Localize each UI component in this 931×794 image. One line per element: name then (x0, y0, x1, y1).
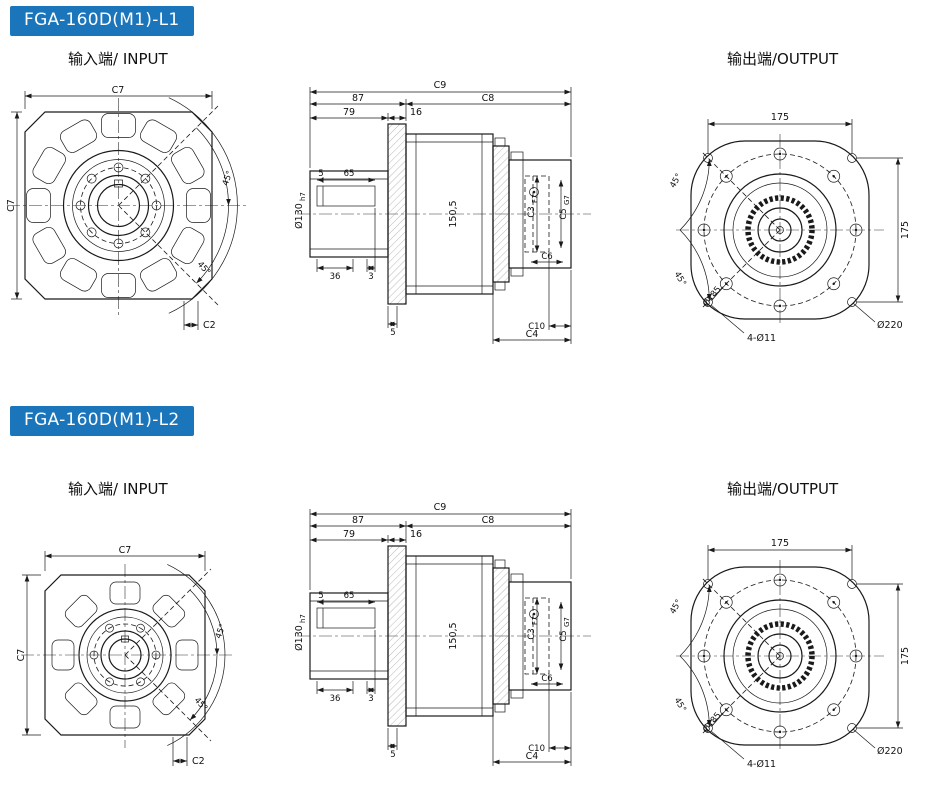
dim-c10: C10 (528, 322, 545, 332)
dim-c9: C9 (434, 80, 447, 91)
dim-79: 79 (343, 529, 355, 540)
dim-c4: C4 (526, 751, 539, 762)
dim-c3: C3 (527, 206, 537, 217)
dim-175-top: 175 (771, 538, 789, 549)
dim-c7-top: C7 (112, 85, 125, 96)
dim-175-top: 175 (771, 112, 789, 123)
dim-angle-top: 45° (668, 172, 684, 190)
dim-c4: C4 (526, 329, 539, 340)
dim-c7-top: C7 (119, 545, 132, 556)
output-view-drawing-l1: 175 175 45° 45° Ø185 4-Ø11 Ø220 (668, 112, 911, 344)
dim-c5: C5 (559, 630, 569, 641)
dim-5-flange: 5 (390, 328, 395, 338)
dim-16: 16 (410, 529, 422, 540)
dim-c5-sub: G7 (563, 617, 571, 627)
dim-angle-top: 45° (221, 170, 236, 188)
dim-65: 65 (344, 169, 355, 179)
dim-175-right: 175 (900, 221, 911, 239)
dim-36: 36 (330, 272, 341, 282)
dim-c2: C2 (192, 756, 205, 767)
output-view-drawing-l2: 175 175 45° 45° Ø185 4-Ø11 Ø220 (668, 538, 911, 770)
dim-dia220: Ø220 (877, 320, 903, 331)
dim-c8: C8 (482, 515, 495, 526)
dim-c3-sub: F7 (531, 195, 539, 203)
side-section-drawing-l1: C9 87 C8 79 16 5 65 Ø130 h7 150,5 36 3 5… (294, 80, 605, 366)
dim-c5-sub: G7 (563, 195, 571, 205)
dim-angle-top: 45° (214, 623, 229, 641)
dim-c9: C9 (434, 502, 447, 513)
dim-dia185: Ø185 (701, 284, 724, 309)
dim-c3: C3 (527, 628, 537, 639)
dim-angle-bottom: 45° (195, 260, 213, 278)
dim-c10: C10 (528, 744, 545, 754)
dim-angle-bottom: 45° (672, 270, 688, 288)
dim-angle-bottom: 45° (192, 696, 210, 714)
dim-65: 65 (344, 591, 355, 601)
input-view-label-l1: 输入端/ INPUT (68, 50, 168, 68)
dim-3: 3 (368, 694, 373, 704)
input-view-drawing-l2: C7 C7 C2 45° 45° (16, 545, 255, 767)
dim-dia130-sub: h7 (299, 192, 307, 201)
dim-5-flange: 5 (390, 750, 395, 760)
dim-c6: C6 (541, 252, 552, 262)
dim-16: 16 (410, 107, 422, 118)
dim-36: 36 (330, 694, 341, 704)
model-badge-l1: FGA-160D(M1)-L1 (10, 6, 194, 36)
output-view-label-l2: 输出端/OUTPUT (727, 480, 839, 498)
dim-79: 79 (343, 107, 355, 118)
dim-dia130-sub: h7 (299, 614, 307, 623)
dim-3: 3 (368, 272, 373, 282)
dim-175-right: 175 (900, 647, 911, 665)
input-view-drawing-l1: C7 C7 C2 45° 45° (6, 85, 270, 331)
dim-c5: C5 (559, 208, 569, 219)
dim-150-5: 150,5 (448, 622, 459, 649)
input-view-label-l2: 输入端/ INPUT (68, 480, 168, 498)
dim-c7-left: C7 (16, 649, 27, 662)
dim-dia220: Ø220 (877, 746, 903, 757)
dim-angle-bottom: 45° (672, 696, 688, 714)
dim-4-dia11: 4-Ø11 (747, 333, 776, 344)
dim-87: 87 (352, 515, 364, 526)
dim-c7-left: C7 (6, 199, 17, 212)
dim-c3-sub: F7 (531, 617, 539, 625)
model-badge-l2: FGA-160D(M1)-L2 (10, 406, 194, 436)
dim-150-5: 150,5 (448, 200, 459, 227)
dim-angle-top: 45° (668, 598, 684, 616)
dim-c8: C8 (482, 93, 495, 104)
dim-5-key: 5 (318, 591, 323, 601)
dim-dia185: Ø185 (701, 710, 724, 735)
dim-dia130: Ø130 (294, 625, 305, 651)
output-view-label-l1: 输出端/OUTPUT (727, 50, 839, 68)
dim-dia130: Ø130 (294, 203, 305, 229)
side-section-drawing-l2: C9 87 C8 79 16 5 65 Ø130 h7 150,5 36 3 5… (294, 502, 605, 788)
dim-87: 87 (352, 93, 364, 104)
dim-5-key: 5 (318, 169, 323, 179)
dim-c2: C2 (203, 320, 216, 331)
dim-4-dia11: 4-Ø11 (747, 759, 776, 770)
dim-c6: C6 (541, 674, 552, 684)
